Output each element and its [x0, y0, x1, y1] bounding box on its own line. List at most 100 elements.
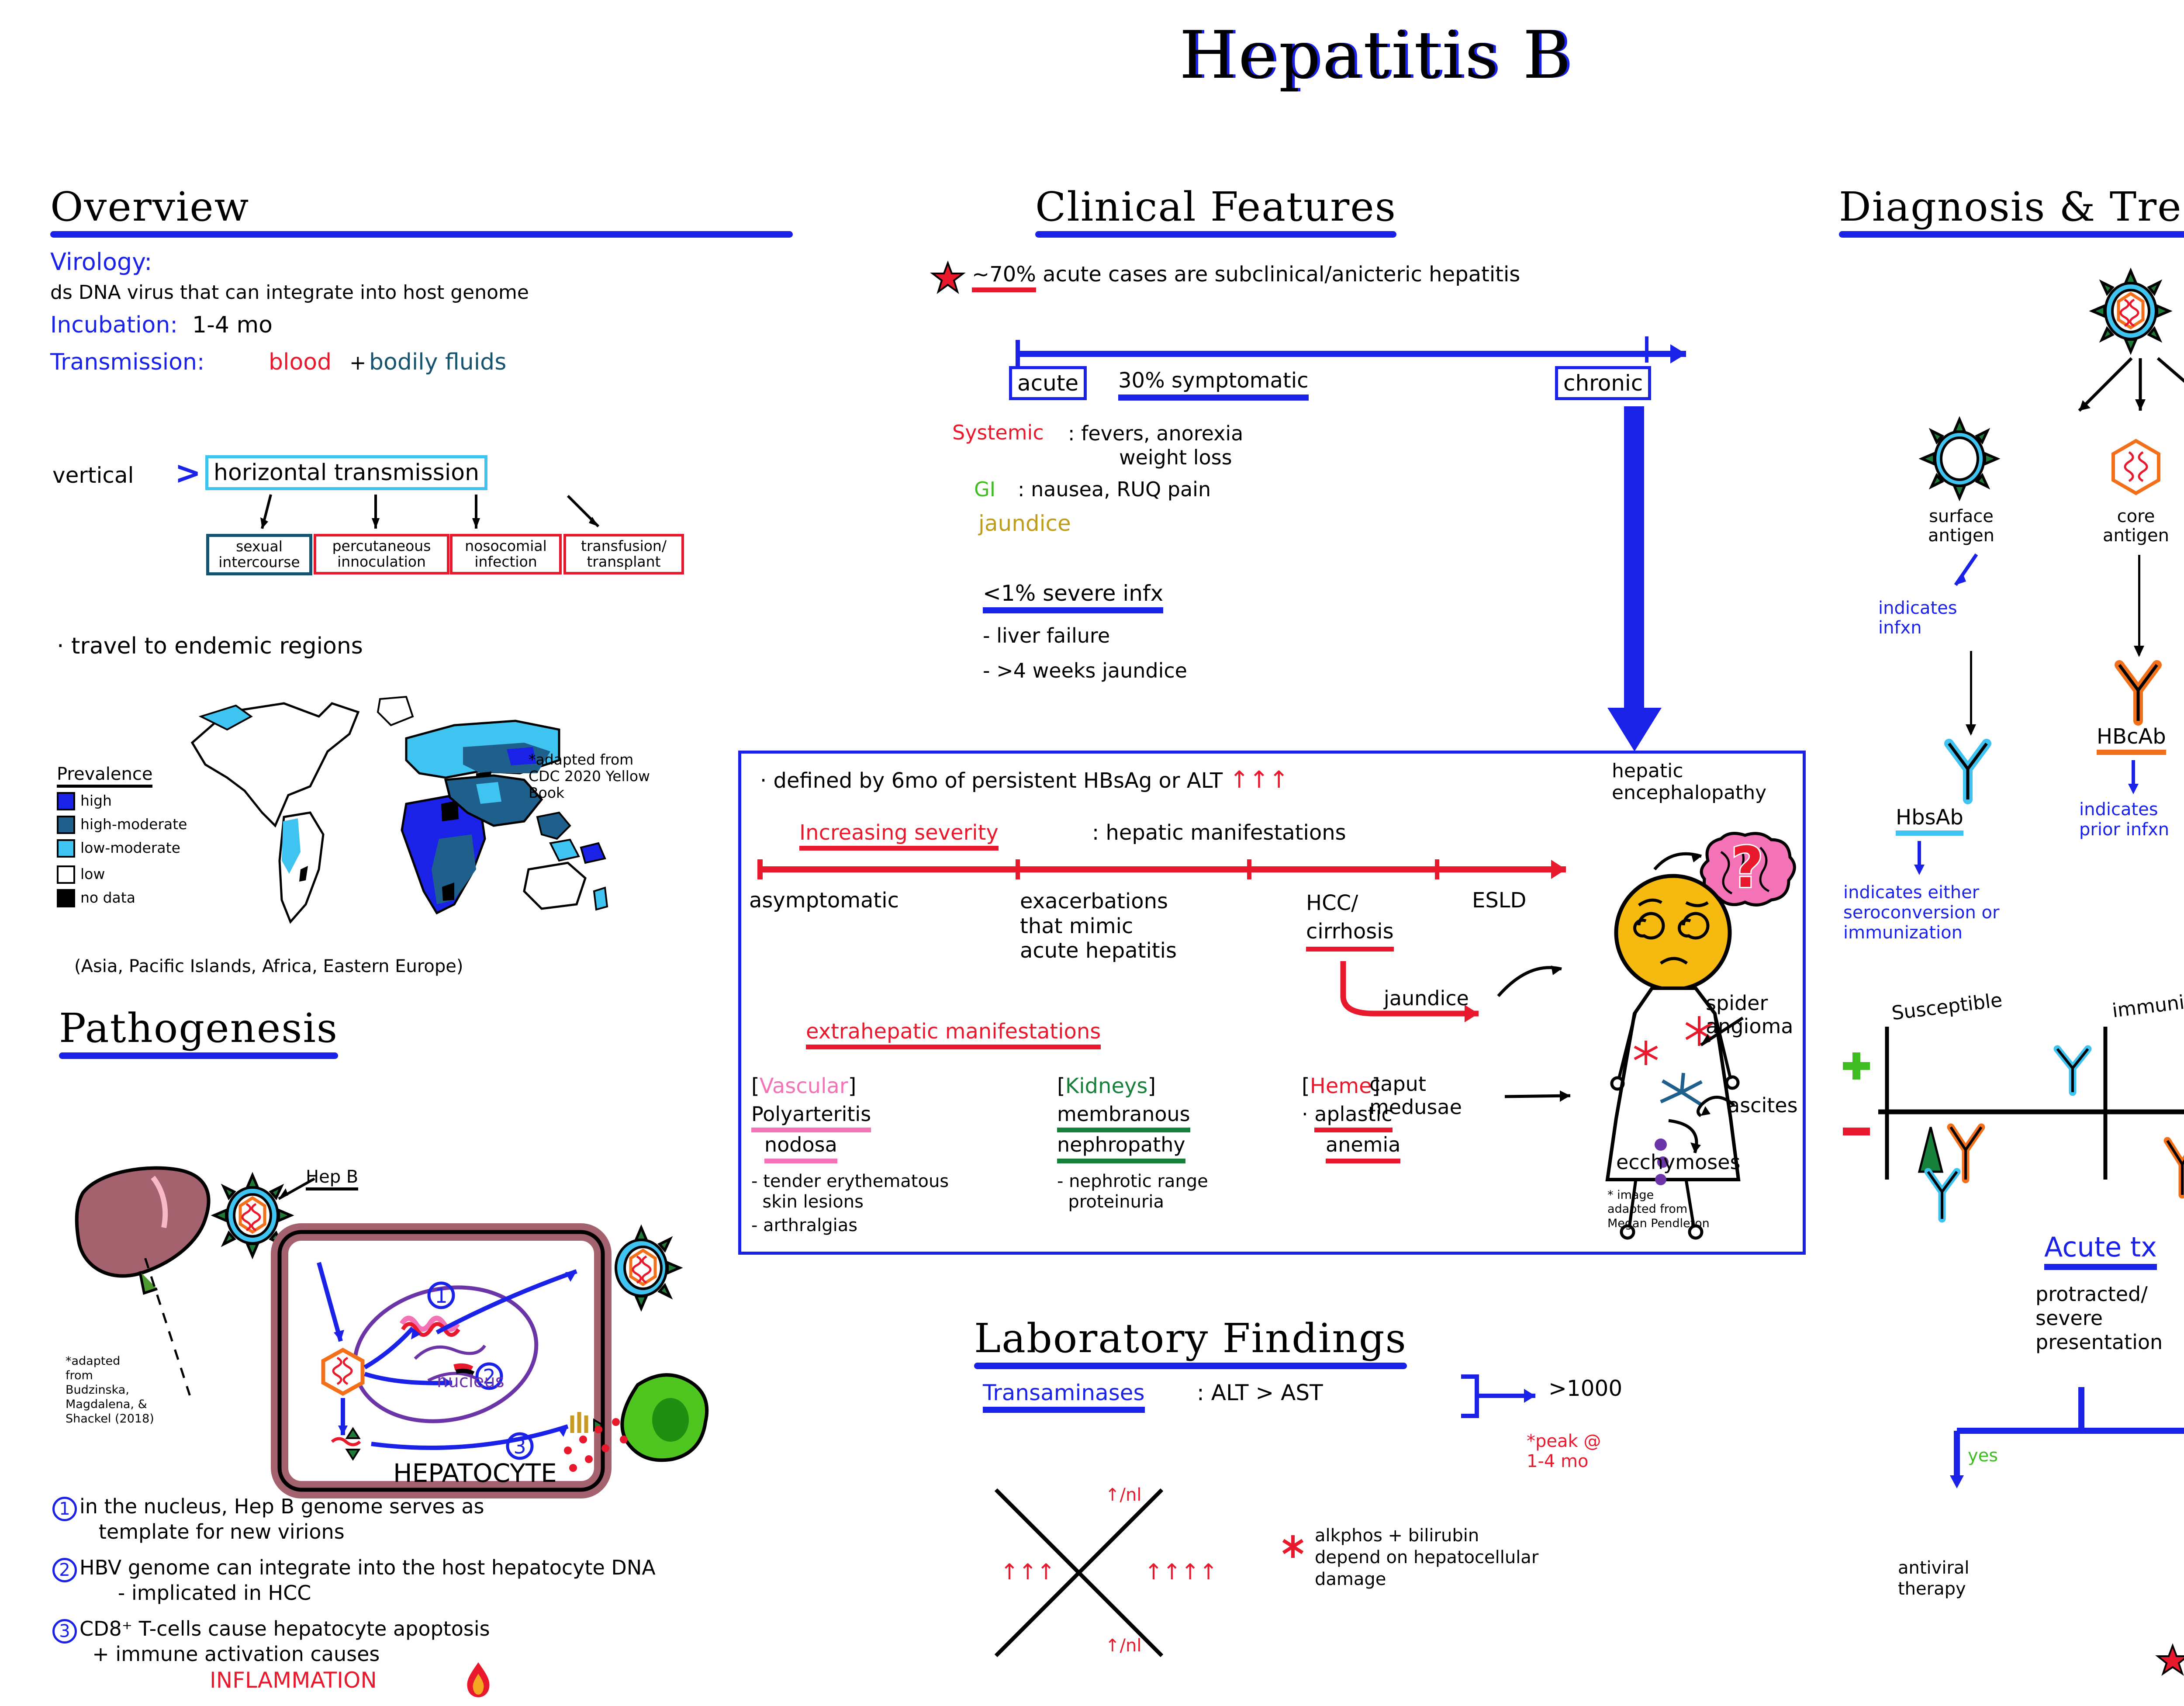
acute-chronic-timeline-arrow: [1016, 336, 1686, 367]
surface-antigen-label: surface antigen: [1928, 506, 1994, 546]
ascites-callout-arrow: [1697, 1096, 1735, 1118]
core-antibody-icon: [2115, 660, 2162, 726]
diagnosis-line: Polyarteritis: [751, 1102, 871, 1133]
hepatic-manifestations-label: : hepatic manifestations: [1092, 820, 1346, 845]
route-percutaneous-innoculation: percutaneous innoculation: [314, 534, 449, 574]
surface-antigen-indicates: indicates infxn: [1878, 598, 1957, 638]
surface-antigen-indicates-arrow: [1954, 553, 1978, 586]
acute-tx-yes-label: yes: [1968, 1446, 1998, 1466]
step-number: 3: [52, 1619, 77, 1644]
hepatic-encephalopathy-label: hepatic encephalopathy: [1612, 760, 1767, 804]
cross-bottom-label: ↑/nl: [1105, 1636, 1142, 1656]
gi-label: GI: [974, 478, 996, 501]
route-label: percutaneous innoculation: [332, 537, 431, 571]
serology-cell-immunized-negative: [2163, 1137, 2184, 1199]
surface-antigen-icon: [1918, 416, 2001, 502]
jaundice-callout-arrow: [1497, 965, 1562, 997]
map-legend-title: Prevalence: [57, 765, 153, 788]
overview-section: Overview: [50, 183, 793, 238]
hbsab-connector-arrow: [1966, 724, 1976, 736]
severity-axis-arrow: [757, 859, 1566, 879]
map-credit: *adapted from CDC 2020 Yellow Book: [529, 751, 650, 801]
ascites-callout: ascites: [1728, 1094, 1798, 1117]
antigen-split-arrows: [2078, 357, 2184, 412]
acute-box: acute: [1009, 366, 1087, 400]
hbsab-text: HbsAb: [1896, 806, 1963, 836]
severity-stage-hcc-cirrhosis: HCC/ cirrhosis: [1306, 889, 1394, 952]
hepatocyte-illustration: 1 2 3: [271, 1223, 612, 1498]
diagnosis-name: membranous nephropathy: [1057, 1102, 1208, 1163]
hbcab-indicates-note: indicates prior infxn: [2079, 799, 2170, 840]
acute-tx-criteria: protracted/ severe presentation: [2035, 1282, 2163, 1354]
legend-label: low-moderate: [80, 839, 180, 857]
severity-stage-esld: ESLD: [1472, 888, 1527, 913]
hcc-label: HCC/: [1306, 891, 1358, 915]
hbsab-connector: [1970, 651, 1972, 734]
asterisk-icon: [1282, 1535, 1304, 1558]
diagnosis-line: nodosa: [764, 1132, 837, 1163]
legend-label: high-moderate: [80, 816, 187, 833]
apoptosis-dots: [564, 1418, 628, 1472]
serology-table-grid: [1878, 1027, 2184, 1180]
alt-ast-cross-diagram: [994, 1488, 1164, 1658]
extrahepatic-heme: [Heme] · aplastic anemia: [1302, 1074, 1401, 1163]
chronic-definition: · defined by 6mo of persistent HBsAg or …: [760, 766, 1289, 793]
diagnosis-name: · aplastic anemia: [1302, 1102, 1401, 1163]
cross-right-label: ↑↑↑↑: [1144, 1559, 1218, 1585]
chronic-definition-text: · defined by 6mo of persistent HBsAg or …: [760, 768, 1223, 793]
route-nosocomial-infection: nosocomial infection: [450, 534, 562, 574]
transmission-plus: +: [349, 351, 366, 374]
transaminases-bracket-arrow: [1461, 1374, 1535, 1418]
gi-symptoms: : nausea, RUQ pain: [1018, 478, 1211, 501]
transmission-fluids: bodily fluids: [369, 349, 507, 375]
severe-infection-item: - >4 weeks jaundice: [983, 659, 1187, 682]
inflammation-label: INFLAMMATION: [210, 1668, 377, 1693]
alt-above-1000: >1000: [1548, 1376, 1623, 1401]
systemic-label: Systemic: [952, 421, 1044, 444]
transmission-label: Transmission:: [50, 349, 205, 375]
serology-cell-immunized-positive: [2053, 1045, 2092, 1096]
alkphos-bilirubin-note: alkphos + bilirubin depend on hepatocell…: [1315, 1526, 1539, 1589]
peak-note-text: *peak @ 1-4 mo: [1527, 1431, 1601, 1471]
step-number: 1: [52, 1497, 77, 1521]
severity-stage-asymptomatic: asymptomatic: [749, 888, 899, 913]
spider-callout-arrow: [1700, 1017, 1744, 1046]
chronic-detail-box: [738, 751, 1806, 1255]
star-icon: [930, 260, 966, 294]
acute-label: acute: [1017, 370, 1079, 396]
diagnosis-treatment-section: Diagnosis & Treatment: [1839, 183, 2184, 238]
encephalopathy-arrow: [1653, 852, 1702, 871]
bullet: - nephrotic range proteinuria: [1057, 1171, 1208, 1212]
core-antigen-label: core antigen: [2102, 506, 2169, 546]
bullet: - tender erythematous skin lesions: [751, 1171, 949, 1212]
serology-col-immunized: immunized: [2111, 987, 2184, 1022]
hbcab-connector-arrow: [2134, 646, 2144, 657]
positive-sign: [1843, 1052, 1870, 1080]
virology-text: ds DNA virus that can integrate into hos…: [50, 281, 529, 304]
route-sexual-intercourse: sexual intercourse: [206, 534, 312, 575]
greater-than-icon: >: [175, 454, 201, 491]
acute-tx-heading-text: Acute tx: [2044, 1232, 2157, 1270]
legend-swatch: [57, 839, 75, 858]
acute-tx-heading: Acute tx: [2044, 1232, 2157, 1270]
hbsab-indicates-arrow: [1914, 841, 1925, 875]
chronic-box: chronic: [1555, 366, 1652, 400]
diagnosis-name: Polyarteritis nodosa: [751, 1102, 949, 1163]
hbcab-connector: [2138, 555, 2140, 655]
parent-virion-icon: [2089, 267, 2173, 355]
ecchymoses-callout-arrow: [1668, 1119, 1701, 1154]
hbcab-label: HBcAb: [2097, 725, 2166, 755]
diagnosis-treatment-heading: Diagnosis & Treatment: [1839, 183, 2184, 238]
cross-left-label: ↑↑↑: [1000, 1559, 1055, 1585]
system-label: Vascular: [759, 1074, 848, 1098]
overview-heading: Overview: [50, 183, 793, 238]
systemic-symptoms: : fevers, anorexia weight loss: [1068, 422, 1244, 470]
step-text: HBV genome can integrate into the host h…: [79, 1556, 656, 1605]
acute-subclinical-note: ~70% acute cases are subclinical/anicter…: [972, 263, 1520, 292]
system-label: Kidneys: [1065, 1074, 1148, 1098]
step-number: 2: [52, 1558, 77, 1582]
route-label: transfusion/ transplant: [581, 537, 667, 571]
brain-icon: ?: [1700, 832, 1796, 907]
liver-illustration: [75, 1166, 211, 1295]
pathogenesis-section: Pathogenesis: [59, 1005, 339, 1059]
